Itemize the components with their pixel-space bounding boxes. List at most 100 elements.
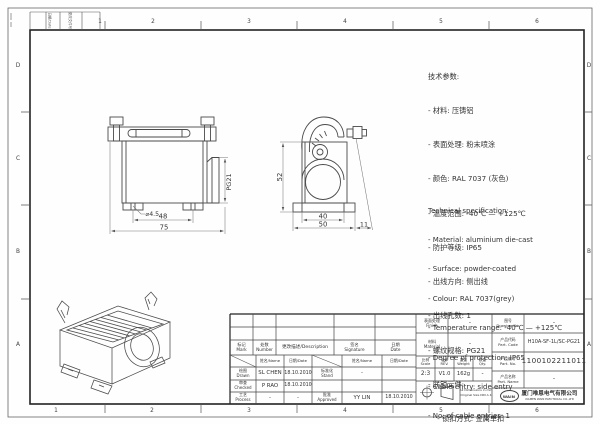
corner-note: 更改文件号 (67, 12, 72, 29)
front-dim-thread: PG21 (225, 173, 233, 190)
company-name-en: XIAMEN WAIN ELECTRICAL CO.,LTD (525, 396, 574, 401)
spec-en-line: - Material: aluminium die-cast (428, 235, 533, 244)
zone-number-top: 6 (535, 19, 539, 25)
spec-cn-line: - 防护等级: IP65 (428, 242, 482, 252)
tb-partcode-value: H10A-SF-1L/SC-PG21 (527, 338, 581, 345)
spec-cn-line: - 材料: 压铸铝 (428, 106, 474, 116)
front-dim-width: 75 (160, 224, 169, 232)
front-dim-pitch: 48 (159, 213, 168, 221)
zone-letter-right: D (586, 63, 592, 69)
spec-en-line: - Temperature range: -40℃ — +125℃ (428, 324, 563, 333)
zone-number-bottom: 1 (54, 408, 58, 414)
spec-cn-line: - 联锁元件: (428, 379, 465, 389)
spec-en-line: Technical specification: (428, 206, 509, 215)
zone-number-top: 2 (151, 19, 155, 25)
wain-logo: WAIN (499, 390, 519, 402)
spec-chinese: 技术参数: - 材料: 压铸铝 - 表面处理: 粉末喷涂 - 颜色: RAL 7… (428, 48, 526, 424)
zone-number-bottom: 5 (439, 408, 443, 414)
spec-en-line: - No. of cable entries: 1 (428, 412, 510, 421)
zone-number-top: 5 (439, 19, 443, 25)
zone-number-bottom: 2 (150, 408, 154, 414)
side-dim-offset: 11 (360, 221, 368, 229)
spec-english: Technical specification: - Material: alu… (428, 187, 562, 424)
tb-date-subheader: 日期/Date (390, 357, 408, 363)
tb-drawn-date: 18.10.2010 (284, 370, 312, 376)
tb-partname-value: - (552, 375, 556, 383)
front-dim-hole: ⌀4.5 (146, 211, 160, 218)
tb-rev-value: V1.0 (438, 370, 451, 377)
tb-process-name: - (269, 394, 271, 401)
zone-letter-left: A (16, 342, 20, 348)
isometric-view (56, 291, 172, 395)
tb-approved-date: 18.10.2010 (385, 395, 413, 401)
tb-material-value: - (468, 340, 472, 348)
tb-name-subheader: 姓名/Name (259, 357, 281, 363)
spec-cn-line: - 颜色: RAL 7037 (灰色) (428, 174, 509, 184)
tb-checked-date: 18.10.2010 (284, 383, 312, 389)
corner-note: 日期/Date (47, 12, 52, 29)
zone-letter-right: C (586, 156, 592, 162)
tb-partno-value: 1100102211011 (521, 356, 587, 366)
zone-number-bottom: 3 (247, 408, 251, 414)
tb-approved-name: YY LIN (353, 394, 371, 401)
zone-letter-left: C (15, 156, 21, 162)
zone-letter-right: A (587, 342, 591, 348)
tb-name-subheader: 姓名/Name (351, 357, 373, 363)
spec-cn-line: - 锁扣方式: 金属单扣 (428, 414, 505, 423)
tb-qty-value: - (481, 371, 484, 378)
tb-description-header: 更改描述/Description (281, 344, 329, 350)
zone-letter-right: B (587, 249, 591, 255)
tb-checked-name: P RAO (261, 382, 279, 389)
spec-cn-line: - 表面处理: 粉末喷涂 (428, 140, 496, 150)
zone-letter-left: B (16, 249, 20, 255)
tb-scale-value: 2:3 (420, 371, 431, 378)
front-view: PG21 ⌀4.5 48 75 (107, 116, 233, 234)
spec-cn-line: 技术参数: (428, 71, 460, 81)
tb-finish-value: - (468, 319, 472, 327)
zone-number-bottom: 4 (343, 408, 347, 414)
company-name-cn: 厦门唯恩电气有限公司 (521, 390, 578, 397)
side-dim-outer: 50 (319, 221, 328, 229)
spec-en-line: - Cable entry: side entry (428, 382, 513, 391)
tb-drawn-name: SL CHEN (258, 370, 282, 377)
spec-en-line: - Surface: powder-coated (428, 265, 517, 274)
tb-date-subheader: 日期/Date (289, 357, 307, 363)
tb-weight-value: 162g (456, 370, 471, 377)
tb-stand-value: - (361, 370, 363, 377)
side-dim-height: 52 (276, 173, 284, 182)
zone-number-top: 4 (343, 19, 347, 25)
spec-cn-line: - 温度范围: -40℃ — +125℃ (428, 208, 526, 218)
spec-cn-line: - 螺纹规格: PG21 (428, 345, 486, 355)
zone-number-top: 1 (98, 19, 102, 25)
spec-cn-line: - 出线孔数: 1 (428, 311, 471, 321)
projection-symbol-icon (420, 384, 454, 401)
side-dim-inner: 40 (319, 213, 328, 221)
tb-process-date: - (297, 394, 299, 401)
side-view: 52 40 50 11 (276, 116, 373, 231)
tb-drawingno-value: - (552, 319, 556, 327)
company-name: 厦门唯恩电气有限公司 XIAMEN WAIN ELECTRICAL CO.,LT… (522, 391, 578, 401)
zone-number-top: 3 (247, 19, 251, 25)
